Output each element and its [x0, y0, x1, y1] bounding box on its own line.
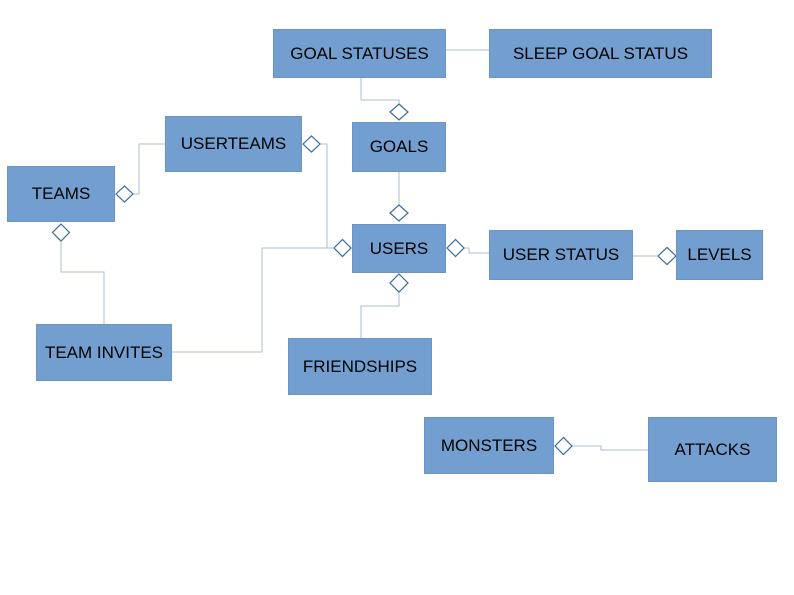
entity-attacks[interactable]: ATTACKS	[648, 417, 777, 482]
entity-goal-statuses[interactable]: GOAL STATUSES	[273, 29, 446, 78]
aggregation-diamond-users-top	[389, 204, 409, 222]
aggregation-diamond-users-left	[333, 238, 352, 258]
entity-team-invites[interactable]: TEAM INVITES	[36, 324, 172, 381]
connector-users-userteams	[320, 143, 328, 248]
connector-attacks-monsters	[572, 445, 648, 451]
entity-users[interactable]: USERS	[352, 224, 446, 273]
aggregation-diamond-teams-right	[115, 185, 134, 203]
entity-userteams[interactable]: USERTEAMS	[165, 116, 302, 172]
entity-user-status[interactable]: USER STATUS	[489, 230, 633, 280]
entity-sleep-goal-status[interactable]: SLEEP GOAL STATUS	[489, 29, 712, 78]
entity-monsters[interactable]: MONSTERS	[424, 417, 554, 474]
aggregation-diamond-users-right	[446, 238, 465, 258]
aggregation-diamond-goals-top	[389, 103, 409, 121]
aggregation-diamond-userteams-right	[302, 135, 321, 153]
aggregation-diamond-users-bottom	[389, 273, 409, 293]
connector-goal-statuses-goals	[360, 78, 400, 104]
connector-user-status-users	[464, 247, 489, 254]
aggregation-diamond-teams-bottom	[51, 223, 71, 242]
aggregation-diamond-monsters-right	[554, 436, 573, 456]
connector-team-invites-users	[172, 247, 334, 353]
entity-goals[interactable]: GOALS	[352, 122, 446, 172]
connector-friendships-users	[360, 292, 400, 338]
entity-friendships[interactable]: FRIENDSHIPS	[288, 338, 432, 395]
entity-levels[interactable]: LEVELS	[676, 230, 763, 280]
entity-teams[interactable]: TEAMS	[7, 166, 115, 222]
aggregation-diamond-user-status-right	[657, 246, 677, 266]
connector-userteams-teams	[133, 143, 165, 195]
connector-team-invites-teams	[60, 241, 105, 324]
